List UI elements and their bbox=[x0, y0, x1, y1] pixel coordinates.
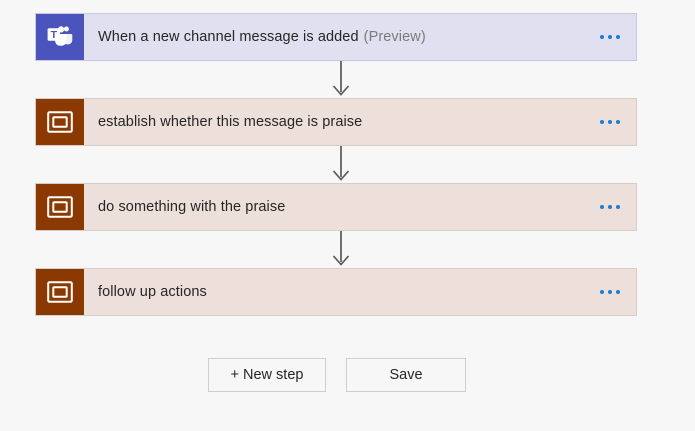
flow-step-more-options-button[interactable] bbox=[584, 99, 636, 145]
flow-step-title: do something with the praise bbox=[84, 184, 584, 230]
flow-step-title-text: do something with the praise bbox=[98, 199, 286, 215]
control-scope-icon bbox=[36, 184, 84, 230]
control-scope-icon bbox=[36, 99, 84, 145]
dot-icon bbox=[600, 35, 604, 39]
dot-icon bbox=[616, 120, 620, 124]
flow-step-title: follow up actions bbox=[84, 269, 584, 315]
connector-arrow bbox=[332, 231, 350, 266]
flow-step-title-text: follow up actions bbox=[98, 284, 207, 300]
flow-action-bar: + New step Save bbox=[208, 358, 466, 392]
flow-step-title-text: When a new channel message is added bbox=[98, 29, 359, 45]
connector-arrow bbox=[332, 61, 350, 96]
flow-step-title: establish whether this message is praise bbox=[84, 99, 584, 145]
dot-icon bbox=[616, 290, 620, 294]
dot-icon bbox=[608, 35, 612, 39]
flow-step-action-2[interactable]: do something with the praise bbox=[35, 183, 637, 231]
flow-step-more-options-button[interactable] bbox=[584, 184, 636, 230]
new-step-button[interactable]: + New step bbox=[208, 358, 326, 392]
flow-step-title: When a new channel message is added (Pre… bbox=[84, 14, 584, 60]
connector-arrow bbox=[332, 146, 350, 181]
dot-icon bbox=[608, 290, 612, 294]
flow-step-title-text: establish whether this message is praise bbox=[98, 114, 363, 130]
flow-step-action-3[interactable]: follow up actions bbox=[35, 268, 637, 316]
save-button[interactable]: Save bbox=[346, 358, 466, 392]
dot-icon bbox=[608, 205, 612, 209]
dot-icon bbox=[616, 205, 620, 209]
svg-text:T: T bbox=[51, 29, 58, 41]
flow-step-action-1[interactable]: establish whether this message is praise bbox=[35, 98, 637, 146]
flow-step-preview-tag: (Preview) bbox=[363, 29, 426, 45]
dot-icon bbox=[600, 290, 604, 294]
dot-icon bbox=[616, 35, 620, 39]
control-scope-icon bbox=[36, 269, 84, 315]
flow-step-more-options-button[interactable] bbox=[584, 14, 636, 60]
dot-icon bbox=[608, 120, 612, 124]
dot-icon bbox=[600, 205, 604, 209]
flow-step-more-options-button[interactable] bbox=[584, 269, 636, 315]
flow-step-trigger[interactable]: T When a new channel message is added (P… bbox=[35, 13, 637, 61]
dot-icon bbox=[600, 120, 604, 124]
microsoft-teams-icon: T bbox=[36, 14, 84, 60]
